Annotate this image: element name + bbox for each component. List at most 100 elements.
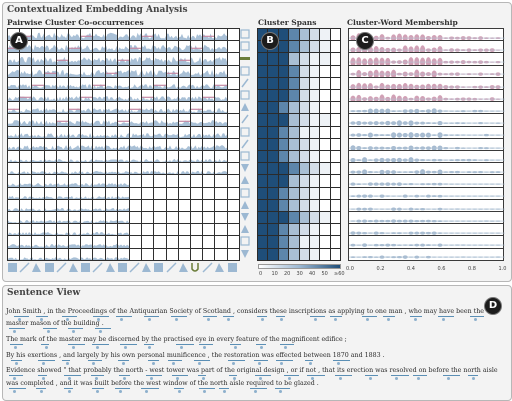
cooccurrence-cell[interactable]	[68, 89, 82, 103]
cooccurrence-cell[interactable]	[226, 64, 240, 78]
cooccurrence-cell[interactable]	[80, 137, 94, 151]
cooccurrence-cell[interactable]	[68, 101, 82, 115]
cooccurrence-cell[interactable]	[116, 64, 130, 78]
cooccurrence-cell[interactable]	[226, 162, 240, 176]
cooccurrence-cell[interactable]	[92, 101, 106, 115]
cooccurrence-cell[interactable]	[141, 198, 155, 212]
cooccurrence-cell[interactable]	[165, 113, 179, 127]
cooccurrence-cell[interactable]	[92, 198, 106, 212]
cooccurrence-cell[interactable]	[55, 40, 69, 54]
cooccurrence-cell[interactable]	[226, 113, 240, 127]
span-cell[interactable]	[329, 101, 342, 115]
cooccurrence-cell[interactable]	[214, 223, 228, 237]
cooccurrence-cell[interactable]	[165, 40, 179, 54]
membership-row[interactable]	[348, 101, 505, 115]
cooccurrence-cell[interactable]	[104, 137, 118, 151]
cooccurrence-cell[interactable]	[31, 125, 45, 139]
cooccurrence-cell[interactable]	[141, 162, 155, 176]
cooccurrence-cell[interactable]	[55, 198, 69, 212]
membership-row[interactable]	[348, 137, 505, 151]
cooccurrence-cell[interactable]	[153, 64, 167, 78]
cooccurrence-cell[interactable]	[31, 101, 45, 115]
cooccurrence-cell[interactable]	[226, 223, 240, 237]
cooccurrence-cell[interactable]	[19, 125, 33, 139]
cooccurrence-cell[interactable]	[202, 198, 216, 212]
cooccurrence-cell[interactable]	[104, 101, 118, 115]
cooccurrence-cell[interactable]	[31, 64, 45, 78]
cooccurrence-cell[interactable]	[116, 186, 130, 200]
cooccurrence-cell[interactable]	[226, 137, 240, 151]
cooccurrence-cell[interactable]	[141, 235, 155, 249]
cooccurrence-cell[interactable]	[214, 40, 228, 54]
cooccurrence-cell[interactable]	[141, 174, 155, 188]
cooccurrence-cell[interactable]	[92, 52, 106, 66]
cooccurrence-cell[interactable]	[202, 174, 216, 188]
cooccurrence-cell[interactable]	[55, 223, 69, 237]
cooccurrence-cell[interactable]	[55, 125, 69, 139]
cooccurrence-cell[interactable]	[43, 40, 57, 54]
cooccurrence-cell[interactable]	[141, 125, 155, 139]
membership-row[interactable]	[348, 64, 505, 80]
cooccurrence-cell[interactable]	[80, 162, 94, 176]
cooccurrence-cell[interactable]	[165, 247, 179, 261]
cooccurrence-cell[interactable]	[116, 247, 130, 261]
cooccurrence-cell[interactable]	[80, 76, 94, 90]
cooccurrence-cell[interactable]	[214, 76, 228, 90]
cooccurrence-cell[interactable]	[92, 76, 106, 90]
sentence-line-4[interactable]: By his exertions , and largely by his ow…	[6, 352, 385, 359]
cooccurrence-cell[interactable]	[226, 76, 240, 90]
cooccurrence-cell[interactable]	[214, 52, 228, 66]
cooccurrence-cell[interactable]	[19, 52, 33, 66]
cooccurrence-cell[interactable]	[43, 64, 57, 78]
cooccurrence-cell[interactable]	[129, 76, 143, 90]
cooccurrence-cell[interactable]	[141, 40, 155, 54]
cooccurrence-cell[interactable]	[104, 113, 118, 127]
cooccurrence-cell[interactable]	[31, 247, 45, 261]
cooccurrence-cell[interactable]	[116, 223, 130, 237]
membership-row[interactable]	[348, 174, 505, 188]
cooccurrence-cell[interactable]	[116, 235, 130, 249]
cooccurrence-cell[interactable]	[177, 223, 191, 237]
cooccurrence-cell[interactable]	[226, 125, 240, 139]
cooccurrence-cell[interactable]	[104, 186, 118, 200]
cooccurrence-cell[interactable]	[153, 186, 167, 200]
cooccurrence-cell[interactable]	[165, 101, 179, 115]
cooccurrence-cell[interactable]	[116, 162, 130, 176]
cooccurrence-cell[interactable]	[177, 162, 191, 176]
cooccurrence-cell[interactable]	[177, 64, 191, 78]
membership-row[interactable]	[348, 52, 505, 68]
cooccurrence-cell[interactable]	[177, 125, 191, 139]
cooccurrence-cell[interactable]	[92, 137, 106, 151]
cooccurrence-cell[interactable]	[55, 76, 69, 90]
span-cell[interactable]	[329, 223, 342, 237]
cooccurrence-cell[interactable]	[129, 162, 143, 176]
cooccurrence-cell[interactable]	[153, 40, 167, 54]
membership-row[interactable]	[348, 198, 505, 212]
membership-row[interactable]	[348, 223, 505, 237]
span-cell[interactable]	[329, 162, 342, 176]
cooccurrence-cell[interactable]	[177, 40, 191, 54]
cooccurrence-cell[interactable]	[153, 162, 167, 176]
cooccurrence-cell[interactable]	[153, 235, 167, 249]
cooccurrence-cell[interactable]	[43, 162, 57, 176]
span-cell[interactable]	[329, 40, 342, 54]
cooccurrence-cell[interactable]	[177, 137, 191, 151]
cooccurrence-cell[interactable]	[214, 101, 228, 115]
cooccurrence-cell[interactable]	[80, 186, 94, 200]
cooccurrence-cell[interactable]	[165, 137, 179, 151]
span-cell[interactable]	[329, 198, 342, 212]
cooccurrence-cell[interactable]	[202, 64, 216, 78]
cooccurrence-cell[interactable]	[153, 113, 167, 127]
cooccurrence-cell[interactable]	[55, 64, 69, 78]
cooccurrence-cell[interactable]	[153, 174, 167, 188]
cooccurrence-cell[interactable]	[80, 235, 94, 249]
cluster-spans-heatmap[interactable]	[257, 28, 343, 266]
membership-row[interactable]	[348, 247, 505, 261]
cooccurrence-cell[interactable]	[202, 52, 216, 66]
cooccurrence-cell[interactable]	[141, 186, 155, 200]
cooccurrence-cell[interactable]	[116, 174, 130, 188]
cooccurrence-cell[interactable]	[153, 137, 167, 151]
cooccurrence-cell[interactable]	[80, 125, 94, 139]
cooccurrence-cell[interactable]	[165, 64, 179, 78]
cooccurrence-cell[interactable]	[116, 76, 130, 90]
